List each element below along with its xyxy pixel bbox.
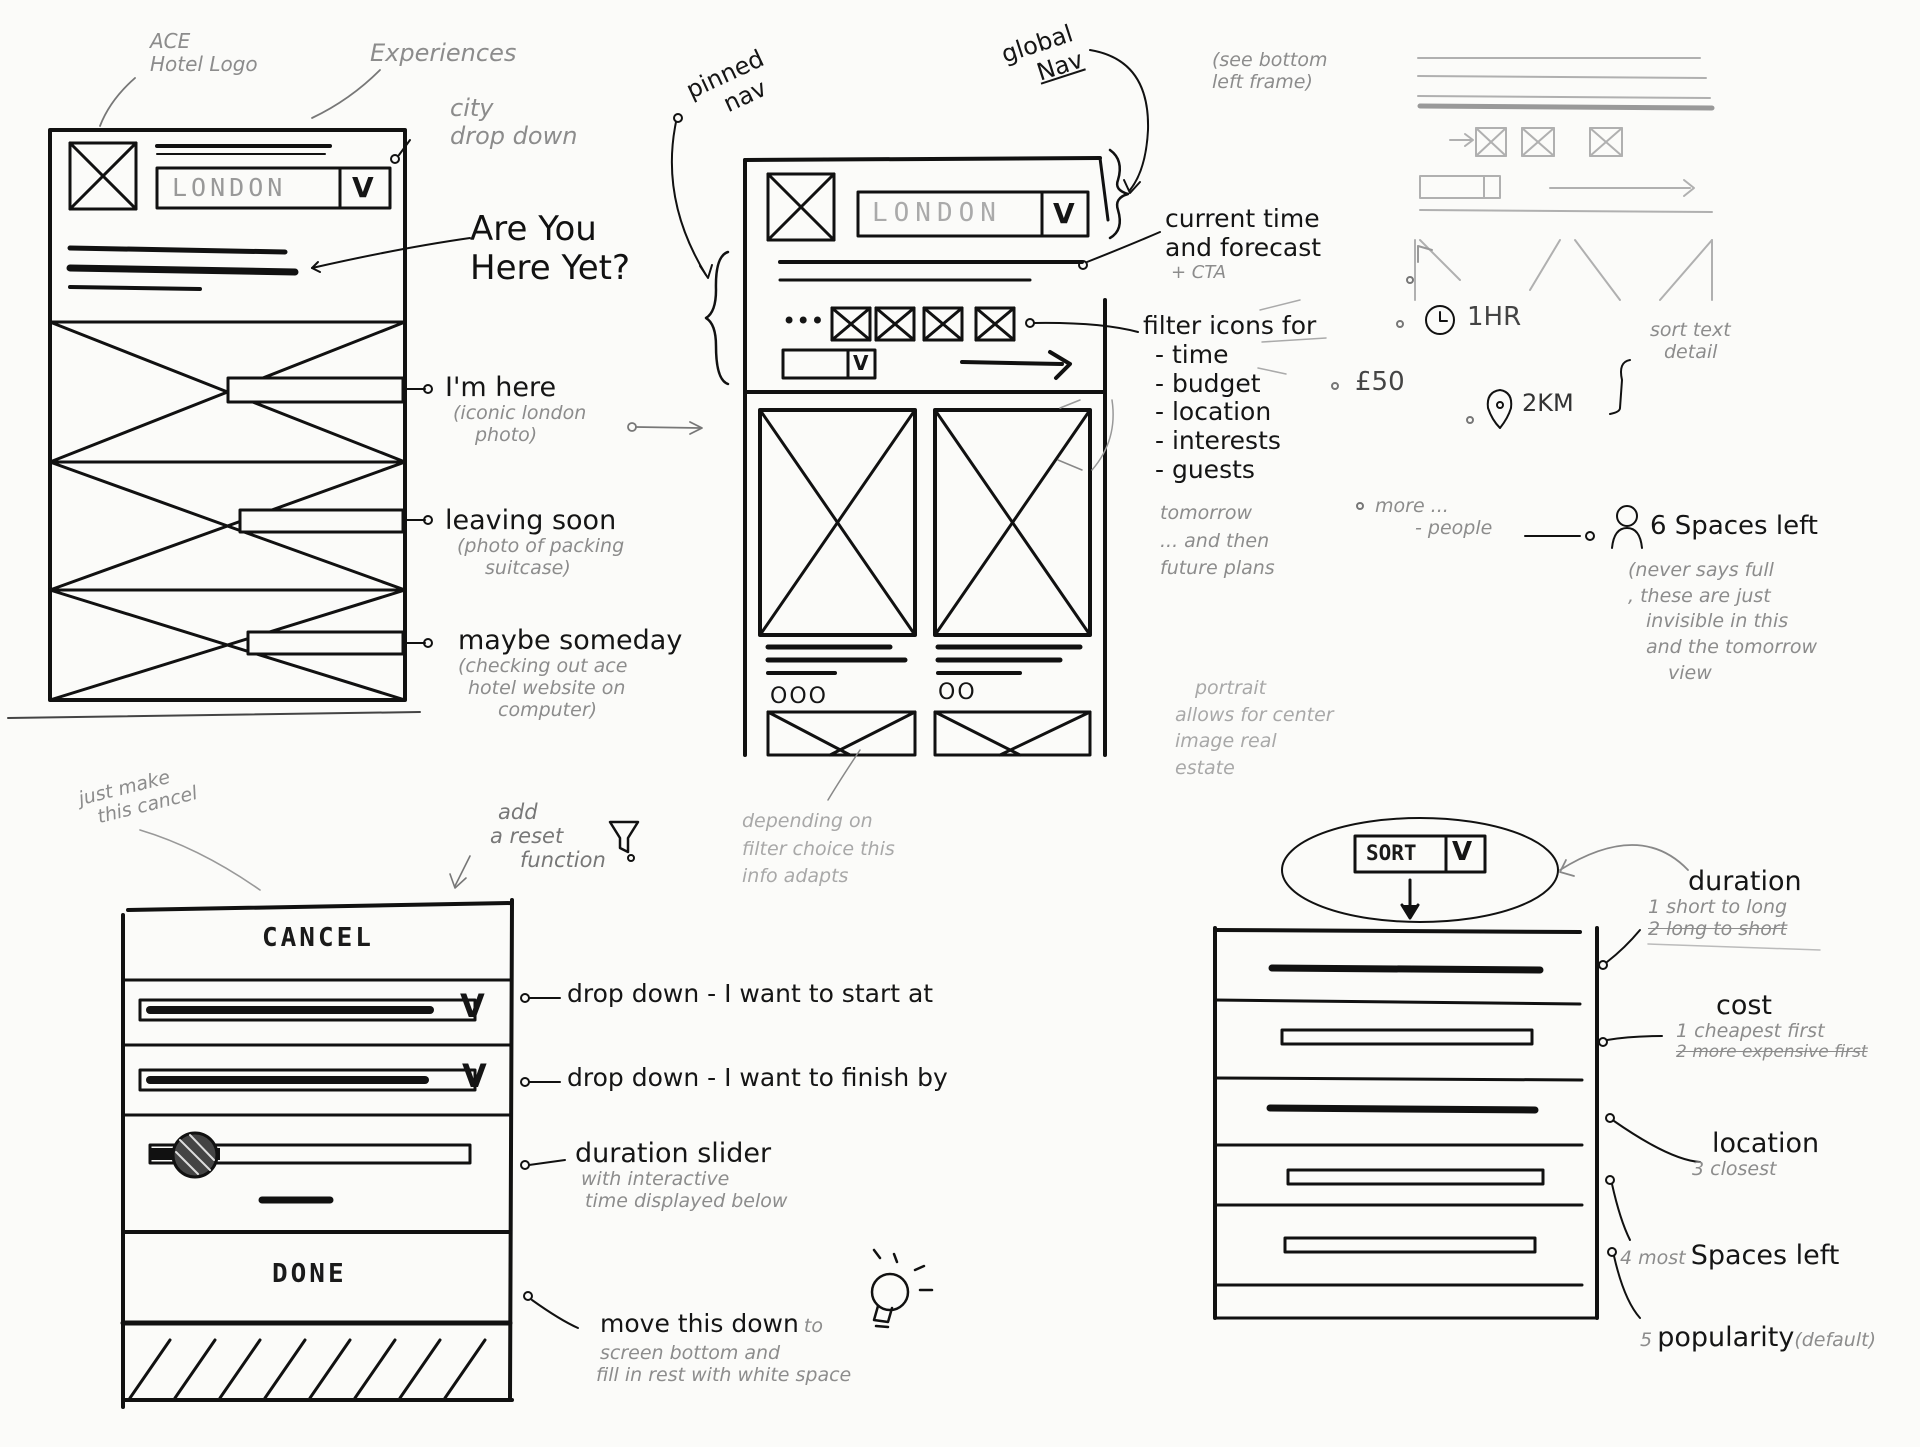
sort-dropdown-chevron[interactable]: V [1452,837,1473,867]
spaces-left-value: 6 Spaces left [1650,511,1818,541]
frame-experience-list [670,49,1161,801]
ace-logo-placeholder [68,141,138,211]
experience-card-2-image[interactable] [933,408,1092,637]
sort-duration-annotation: duration 1 short to long 2 long to short [1648,866,1802,940]
sort-option-popularity[interactable] [1283,1236,1537,1254]
ace-logo-annotation: ACE Hotel Logo [150,29,258,76]
duration-slider-annotation: duration slider with interactive time di… [575,1138,788,1212]
sort-text-detail-annotation: sort text detail [1650,319,1731,363]
tomorrow-annotation: tomorrow ... and then future plans [1160,502,1275,580]
sort-option-spaces-left[interactable] [1286,1168,1545,1186]
experiences-annotation: Experiences [370,39,517,67]
frame-sort-menu [1213,817,1821,1320]
sort-dropdown-label[interactable]: SORT [1366,841,1417,865]
sort-option-location[interactable] [1266,1104,1539,1114]
button-leaving-soon[interactable] [238,508,405,534]
option-leaving-soon-annotation: leaving soon (photo of packing suitcase) [445,505,625,579]
frame-home-screen [7,69,703,719]
sort-dropdown[interactable] [1353,834,1487,874]
hero-title-annotation: Are You Here Yet? [470,209,630,289]
sort-popularity-annotation: 5 popularity(default) [1640,1322,1876,1353]
filter-budget-value: £50 [1355,367,1405,397]
sort-option-cost[interactable] [1280,1028,1534,1046]
photo-maybe-someday[interactable] [48,588,407,702]
button-maybe-someday[interactable] [246,630,405,656]
cancel-button[interactable]: CANCEL [262,923,374,953]
clock-icon [1425,305,1455,335]
card-1-dots: OOO [770,684,828,709]
button-im-here[interactable] [226,376,405,404]
start-time-dropdown[interactable] [138,998,477,1022]
frame-filter-detail [1414,57,1715,301]
phone-outline-home [48,128,407,702]
sort-spaces-left-annotation: 4 most Spaces left [1620,1240,1840,1271]
forecast-annotation: current time and forecast + CTA [1165,204,1322,283]
location-pin-icon [1486,389,1513,429]
start-dropdown-chevron[interactable]: V [460,987,485,1025]
filter-icons-row[interactable] [830,306,1016,342]
see-bottom-left-annotation: (see bottom left frame) [1212,49,1328,93]
ace-logo-placeholder-2 [766,172,836,242]
filter-time-value: 1HR [1467,302,1522,332]
dropdown-chevron-3[interactable]: V [853,351,869,375]
option-maybe-someday-annotation: maybe someday (checking out ace hotel we… [458,625,683,721]
sort-cost-annotation: cost 1 cheapest first 2 more expensive f… [1676,990,1868,1062]
arrow-next[interactable] [960,360,1064,366]
spaces-left-annotation: (never says full , these are just invisi… [1628,559,1817,684]
filter-icons-annotation: filter icons for - time - budget - locat… [1143,311,1317,484]
city-value-2: LONDON [872,198,1002,228]
dropdown-chevron-2[interactable]: V [1053,197,1075,230]
sort-dropdown-small[interactable] [781,348,877,380]
more-filters-annotation: more ... - people [1375,495,1493,539]
sort-location-annotation: location 3 closest [1692,1128,1820,1181]
option-im-here-annotation: I'm here (iconic london photo) [445,372,587,446]
city-dropdown-annotation: city drop down [450,94,578,150]
hatched-empty-area [128,1338,487,1400]
finish-time-dropdown[interactable] [138,1068,477,1092]
person-icon [1611,505,1643,549]
city-dropdown-2[interactable] [856,190,1090,238]
lightbulb-icon [870,1248,934,1329]
dropdown-chevron[interactable]: V [352,171,374,204]
start-time-annotation: drop down - I want to start at [567,979,934,1008]
city-dropdown[interactable] [155,166,392,210]
filter-dots[interactable]: ••• [782,307,825,335]
experience-card-1-image[interactable] [758,408,917,637]
finish-time-annotation: drop down - I want to finish by [567,1063,948,1092]
frame-time-filter-sheet [120,820,934,1409]
adapt-annotation: depending on filter choice this info ada… [742,810,895,888]
filter-distance-value: 2KM [1522,389,1574,417]
sort-option-duration[interactable] [1268,964,1544,974]
finish-dropdown-chevron[interactable]: V [462,1057,487,1095]
move-down-annotation: move this down to screen bottom and fill… [596,1309,852,1386]
done-button[interactable]: DONE [272,1259,347,1289]
portrait-annotation: portrait allows for center image real es… [1175,677,1334,779]
filter-detail-icons [1257,276,1643,549]
reset-annotation: add a reset function [490,800,606,873]
city-value: LONDON [172,173,287,202]
card-2-dots: OO [938,680,977,705]
reset-filter-icon [608,820,640,854]
